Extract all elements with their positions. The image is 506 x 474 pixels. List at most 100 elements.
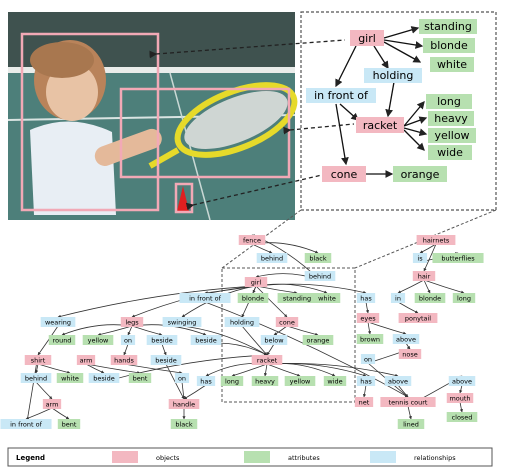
bottom-node-closed: closed (452, 414, 473, 422)
top-node-standing-box (419, 19, 477, 34)
bottom-edge-in_hair-ponytail (397, 301, 419, 314)
bottom-node-nose-box (398, 349, 422, 359)
bottom-node-above2-box (448, 376, 476, 386)
bottom-node-behind2-box (304, 271, 336, 281)
top-node-long-box (426, 94, 472, 109)
legend-relationships-label: relationships (414, 454, 456, 462)
top-node-standing: standing (424, 20, 472, 33)
bottom-edge-girl_b-has1 (255, 283, 367, 294)
bottom-edge-below-racket_b (266, 343, 275, 356)
top-node-heavy: heavy (434, 112, 468, 125)
bottom-node-has1: has (360, 295, 372, 303)
bottom-node-legs: legs (125, 319, 139, 327)
bottom-node-in_front_of_b-box (179, 293, 231, 303)
bottom-node-shirt: shirt (31, 357, 46, 365)
bottom-edge-tennis_court-lined (407, 405, 412, 420)
bottom-node-on2: on (124, 337, 132, 345)
bottom-node-on1-box (360, 354, 376, 364)
bottom-node-lined: lined (403, 421, 419, 429)
bottom-edge-hair-blonde_b (423, 279, 431, 294)
top-node-yellow-box (428, 128, 476, 143)
bottom-edge-eyes-above1 (367, 321, 407, 335)
bottom-node-holding_b-box (224, 317, 260, 327)
bottom-node-bent2: bent (62, 421, 77, 429)
bottom-node-heavy_r: heavy (255, 378, 275, 386)
legend-title: Legend (16, 454, 45, 462)
girl-link-arrow (149, 39, 346, 59)
bottom-node-in_front_of_b: in front of (189, 295, 221, 303)
bottom-node-in_front_of2-box (0, 419, 52, 429)
bottom-edge-mouth-closed (459, 401, 463, 413)
top-node-in-front-of-box (306, 88, 376, 103)
bottom-node-wearing-box (40, 317, 76, 327)
bottom-node-has2: has (200, 378, 212, 386)
bottom-node-has3: has (360, 378, 372, 386)
top-node-orange: orange (401, 168, 440, 181)
top-graph-nodes: girl standing blonde white holding in fr… (306, 19, 477, 182)
top-node-wide: wide (437, 146, 463, 159)
bottom-node-bent2-box (57, 419, 81, 429)
bottom-edge-wearing-shirt (37, 325, 59, 356)
bottom-node-beside3-box (150, 355, 182, 365)
bottom-node-yellow_l: yellow (88, 337, 109, 345)
bottom-node-wide_r: wide (327, 378, 342, 386)
bottom-node-has3-box (356, 376, 376, 386)
bottom-node-mouth: mouth (449, 395, 470, 403)
top-node-blonde: blonde (430, 39, 468, 52)
bottom-edge-girl_b-cone_b (255, 285, 288, 318)
bottom-node-on3: on (178, 375, 186, 383)
bottom-node-girl_b-box (244, 277, 268, 287)
bottom-node-long_hair: long (457, 295, 471, 303)
bottom-edge-has2-handle (183, 384, 207, 400)
bottom-node-hairnets: hairnets (423, 237, 450, 245)
bottom-node-mouth-box (446, 393, 474, 403)
bottom-node-beside2-box (190, 335, 222, 345)
bottom-node-has1-box (356, 293, 376, 303)
bottom-node-beside2: beside (195, 337, 216, 345)
bottom-node-hairnets-box (416, 235, 456, 245)
bottom-node-behind2: behind (309, 273, 331, 281)
bottom-node-long_r-box (220, 376, 244, 386)
bottom-node-yellow_r-box (284, 376, 316, 386)
tennis-photo-image (7, 12, 298, 221)
top-node-racket-box (356, 117, 404, 133)
bottom-node-on2-box (120, 335, 136, 345)
bottom-node-beside4: beside (93, 375, 114, 383)
bottom-node-above3: above (388, 378, 408, 386)
bottom-edge-racket_b-above3 (266, 362, 399, 377)
top-node-yellow: yellow (434, 129, 469, 142)
bottom-edge-above3-tennis_court (397, 384, 409, 398)
bottom-edge-swinging-racket_b (181, 325, 268, 356)
bottom-node-cone_b: cone (279, 319, 295, 327)
bottom-node-fence: fence (243, 237, 261, 245)
bottom-edge-racket_b-long_r (231, 363, 268, 377)
bottom-node-butterflies-box (432, 253, 484, 263)
bottom-node-handle: handle (173, 401, 195, 409)
top-node-racket: racket (363, 119, 398, 132)
bottom-node-tennis_court-box (380, 397, 436, 407)
legend-attributes-label: attributes (288, 454, 320, 462)
bottom-node-in_hair: in (395, 295, 401, 303)
top-node-heavy-box (428, 111, 474, 126)
bottom-node-fence-box (238, 235, 266, 245)
top-node-holding-box (364, 68, 422, 83)
cone-bounding-box (174, 182, 194, 214)
bottom-node-arm2: arm (46, 401, 59, 409)
bottom-node-yellow_l-box (82, 335, 114, 345)
bottom-node-swinging: swinging (168, 319, 197, 327)
bottom-edge-on2-hands (123, 343, 129, 356)
bottom-node-wearing: wearing (45, 319, 71, 327)
bottom-node-lined-box (397, 419, 425, 429)
bottom-node-heavy_r-box (251, 376, 279, 386)
bottom-node-above1: above (396, 336, 416, 344)
top-node-wide-box (428, 145, 472, 160)
bottom-node-butterflies: butterflies (441, 255, 475, 263)
bottom-node-behind1: behind (261, 255, 283, 263)
bottom-edge-has3-net (362, 384, 367, 398)
bottom-node-girl_b: girl (251, 279, 262, 287)
bottom-node-below: below (264, 337, 284, 345)
bottom-node-arm: arm (80, 357, 93, 365)
top-node-cone-box (322, 166, 366, 182)
bottom-node-behind3: behind (25, 375, 47, 383)
bottom-node-round-box (48, 335, 76, 345)
